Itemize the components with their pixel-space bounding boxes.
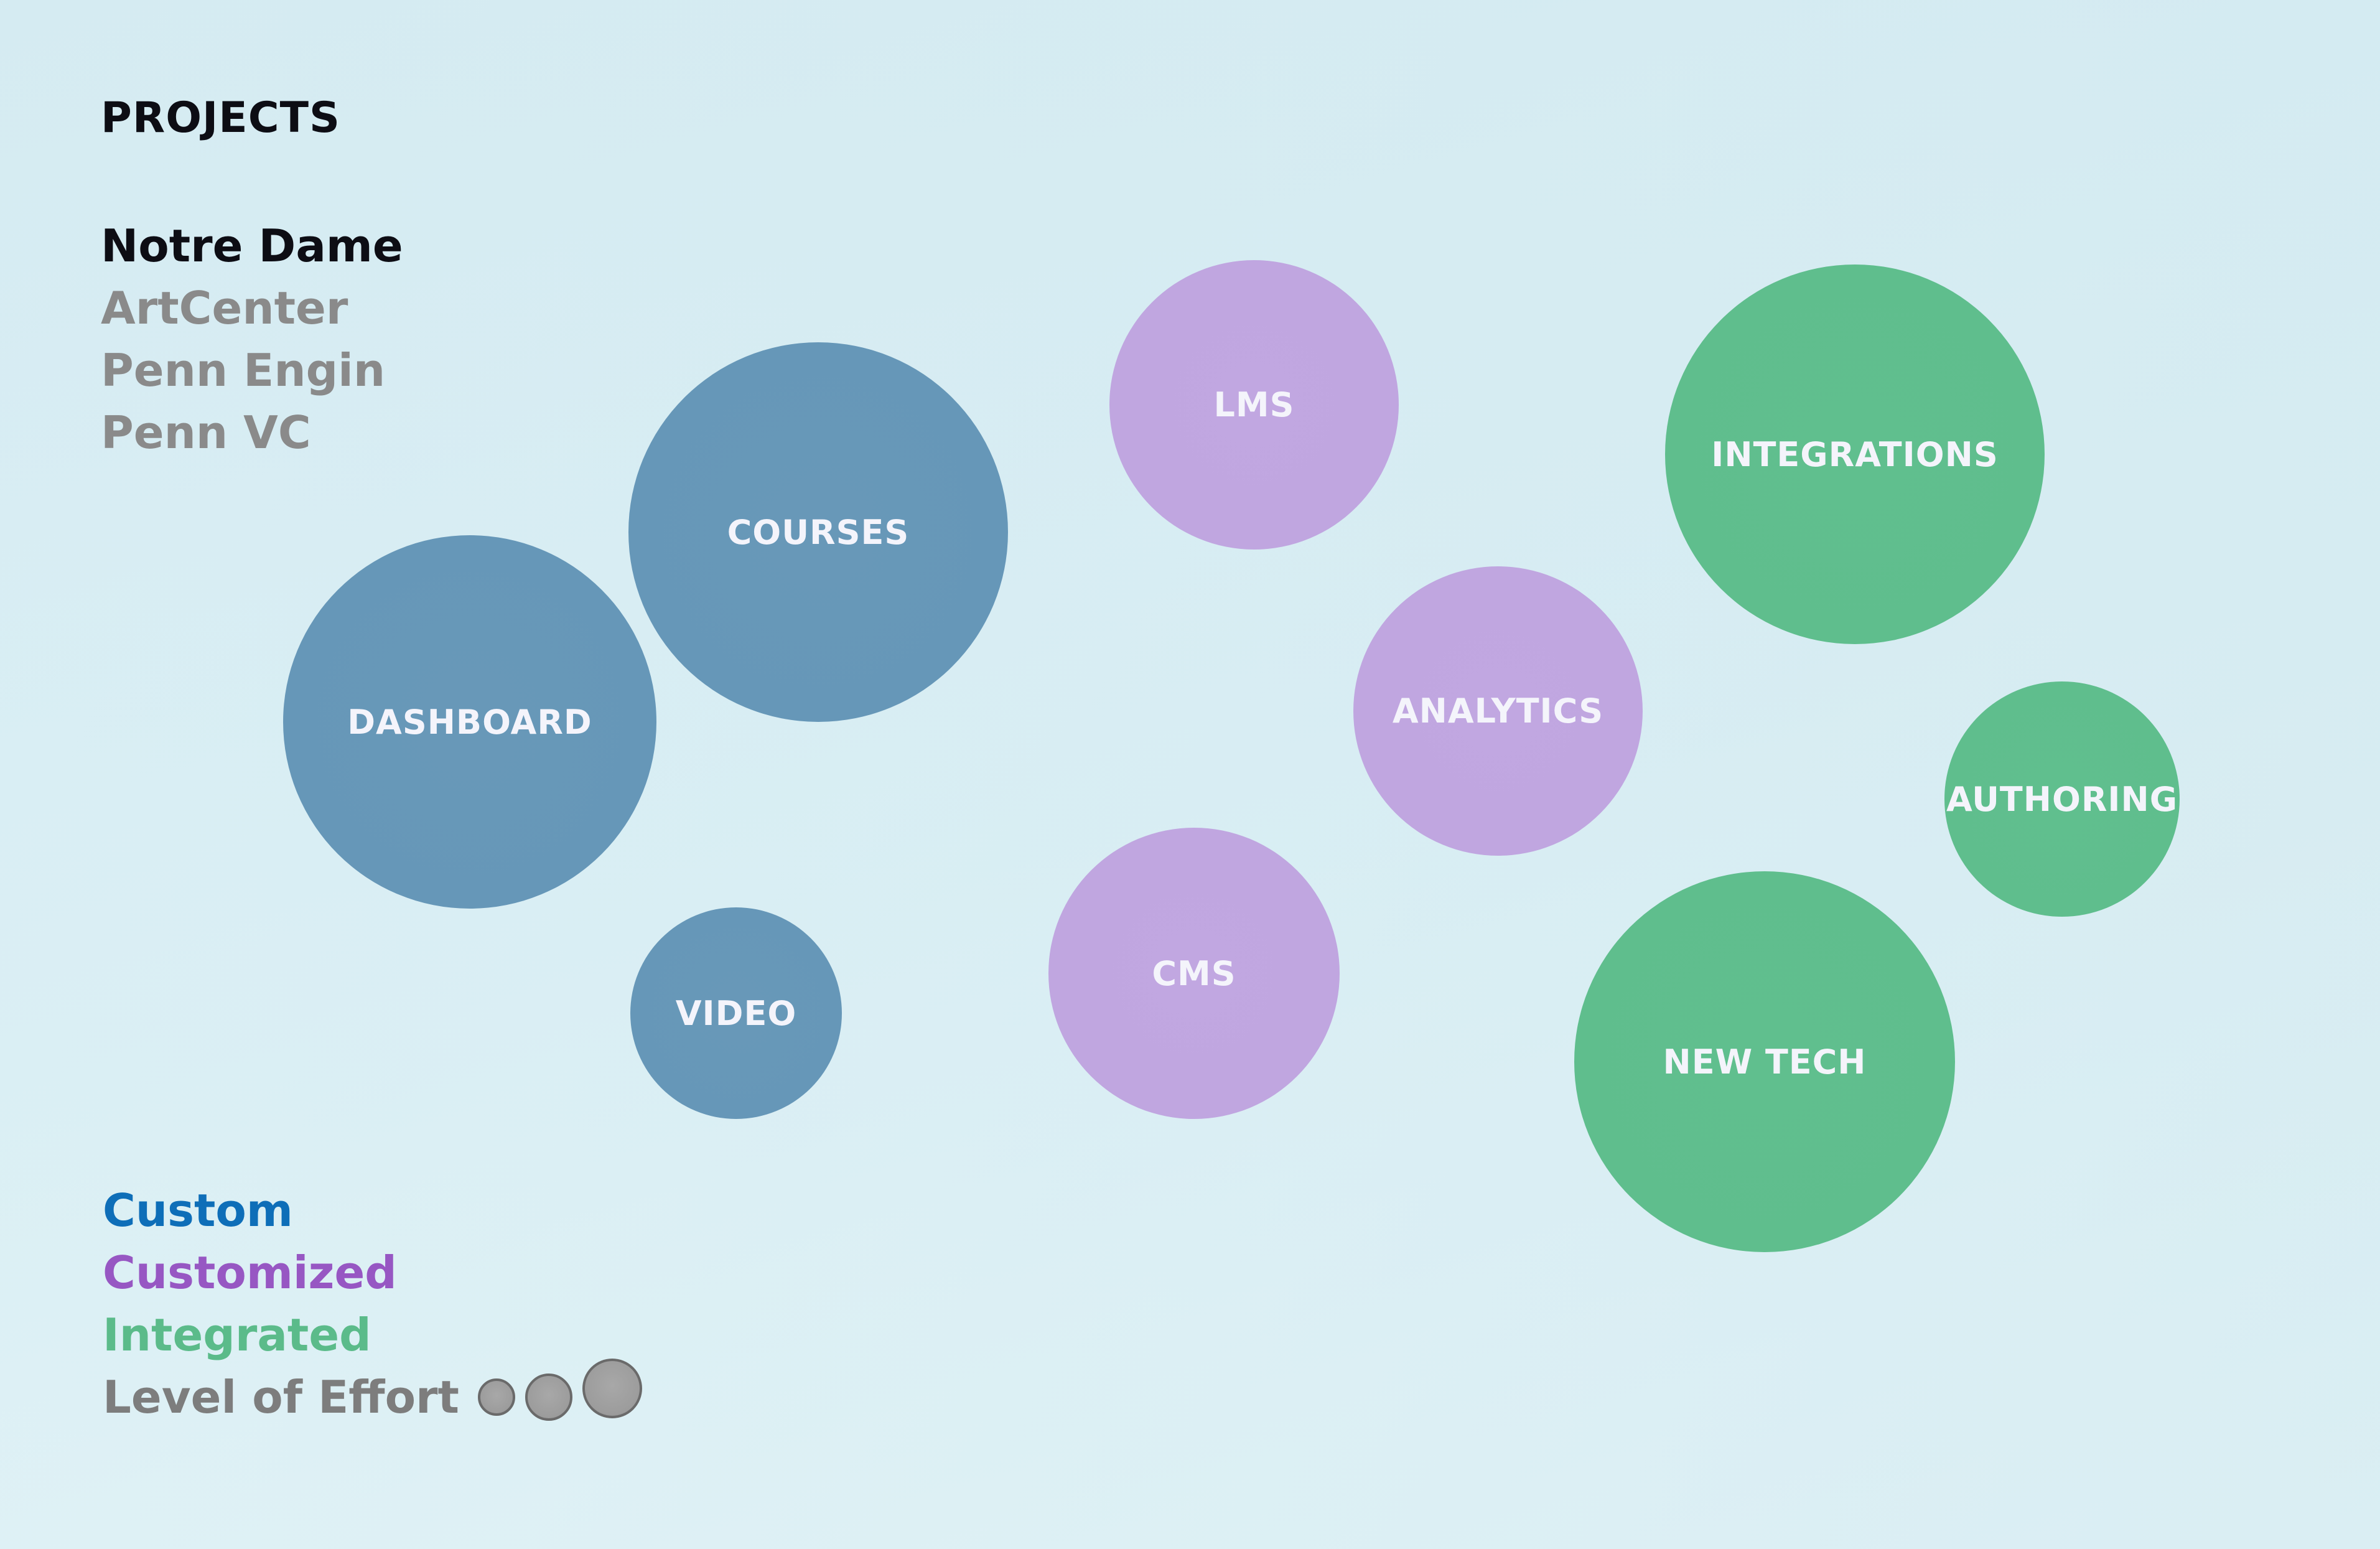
bubble-label: CMS bbox=[1152, 953, 1236, 993]
bubble-integrations[interactable]: INTEGRATIONS bbox=[1665, 264, 2045, 644]
bubble-courses[interactable]: COURSES bbox=[628, 342, 1008, 722]
bubble-authoring[interactable]: AUTHORING bbox=[1944, 681, 2180, 917]
small-circle-icon bbox=[477, 1378, 515, 1416]
bubble-video[interactable]: VIDEO bbox=[630, 907, 842, 1119]
bubble-label: COURSES bbox=[727, 512, 910, 552]
bubble-label: NEW TECH bbox=[1663, 1042, 1867, 1082]
legend-customized: Customized bbox=[103, 1247, 397, 1299]
bubble-label: VIDEO bbox=[675, 993, 797, 1033]
large-circle-icon bbox=[582, 1359, 642, 1418]
bubble-label: INTEGRATIONS bbox=[1711, 434, 1999, 474]
bubble-label: ANALYTICS bbox=[1392, 691, 1604, 731]
bubble-label: DASHBOARD bbox=[347, 702, 592, 742]
bubble-analytics[interactable]: ANALYTICS bbox=[1353, 566, 1643, 856]
page-title: PROJECTS bbox=[101, 93, 341, 143]
bubble-dashboard[interactable]: DASHBOARD bbox=[283, 535, 656, 909]
bubble-new-tech[interactable]: NEW TECH bbox=[1574, 871, 1955, 1252]
bubble-cms[interactable]: CMS bbox=[1048, 828, 1340, 1119]
bubble-label: LMS bbox=[1213, 385, 1295, 424]
medium-circle-icon bbox=[525, 1374, 572, 1421]
project-item-penn-engin[interactable]: Penn Engin bbox=[101, 344, 386, 396]
legend-effort: Level of Effort bbox=[103, 1359, 642, 1428]
legend: Custom Customized Integrated Level of Ef… bbox=[103, 1179, 642, 1428]
bubble-lms[interactable]: LMS bbox=[1109, 260, 1399, 550]
legend-integrated: Integrated bbox=[103, 1309, 371, 1361]
project-list: Notre Dame ArtCenter Penn Engin Penn VC bbox=[101, 215, 403, 464]
project-item-penn-vc[interactable]: Penn VC bbox=[101, 406, 311, 459]
project-item-artcenter[interactable]: ArtCenter bbox=[101, 282, 348, 334]
legend-custom: Custom bbox=[103, 1184, 293, 1237]
project-item-notre-dame[interactable]: Notre Dame bbox=[101, 220, 403, 272]
legend-effort-label: Level of Effort bbox=[103, 1371, 459, 1423]
bubble-label: AUTHORING bbox=[1946, 779, 2178, 819]
